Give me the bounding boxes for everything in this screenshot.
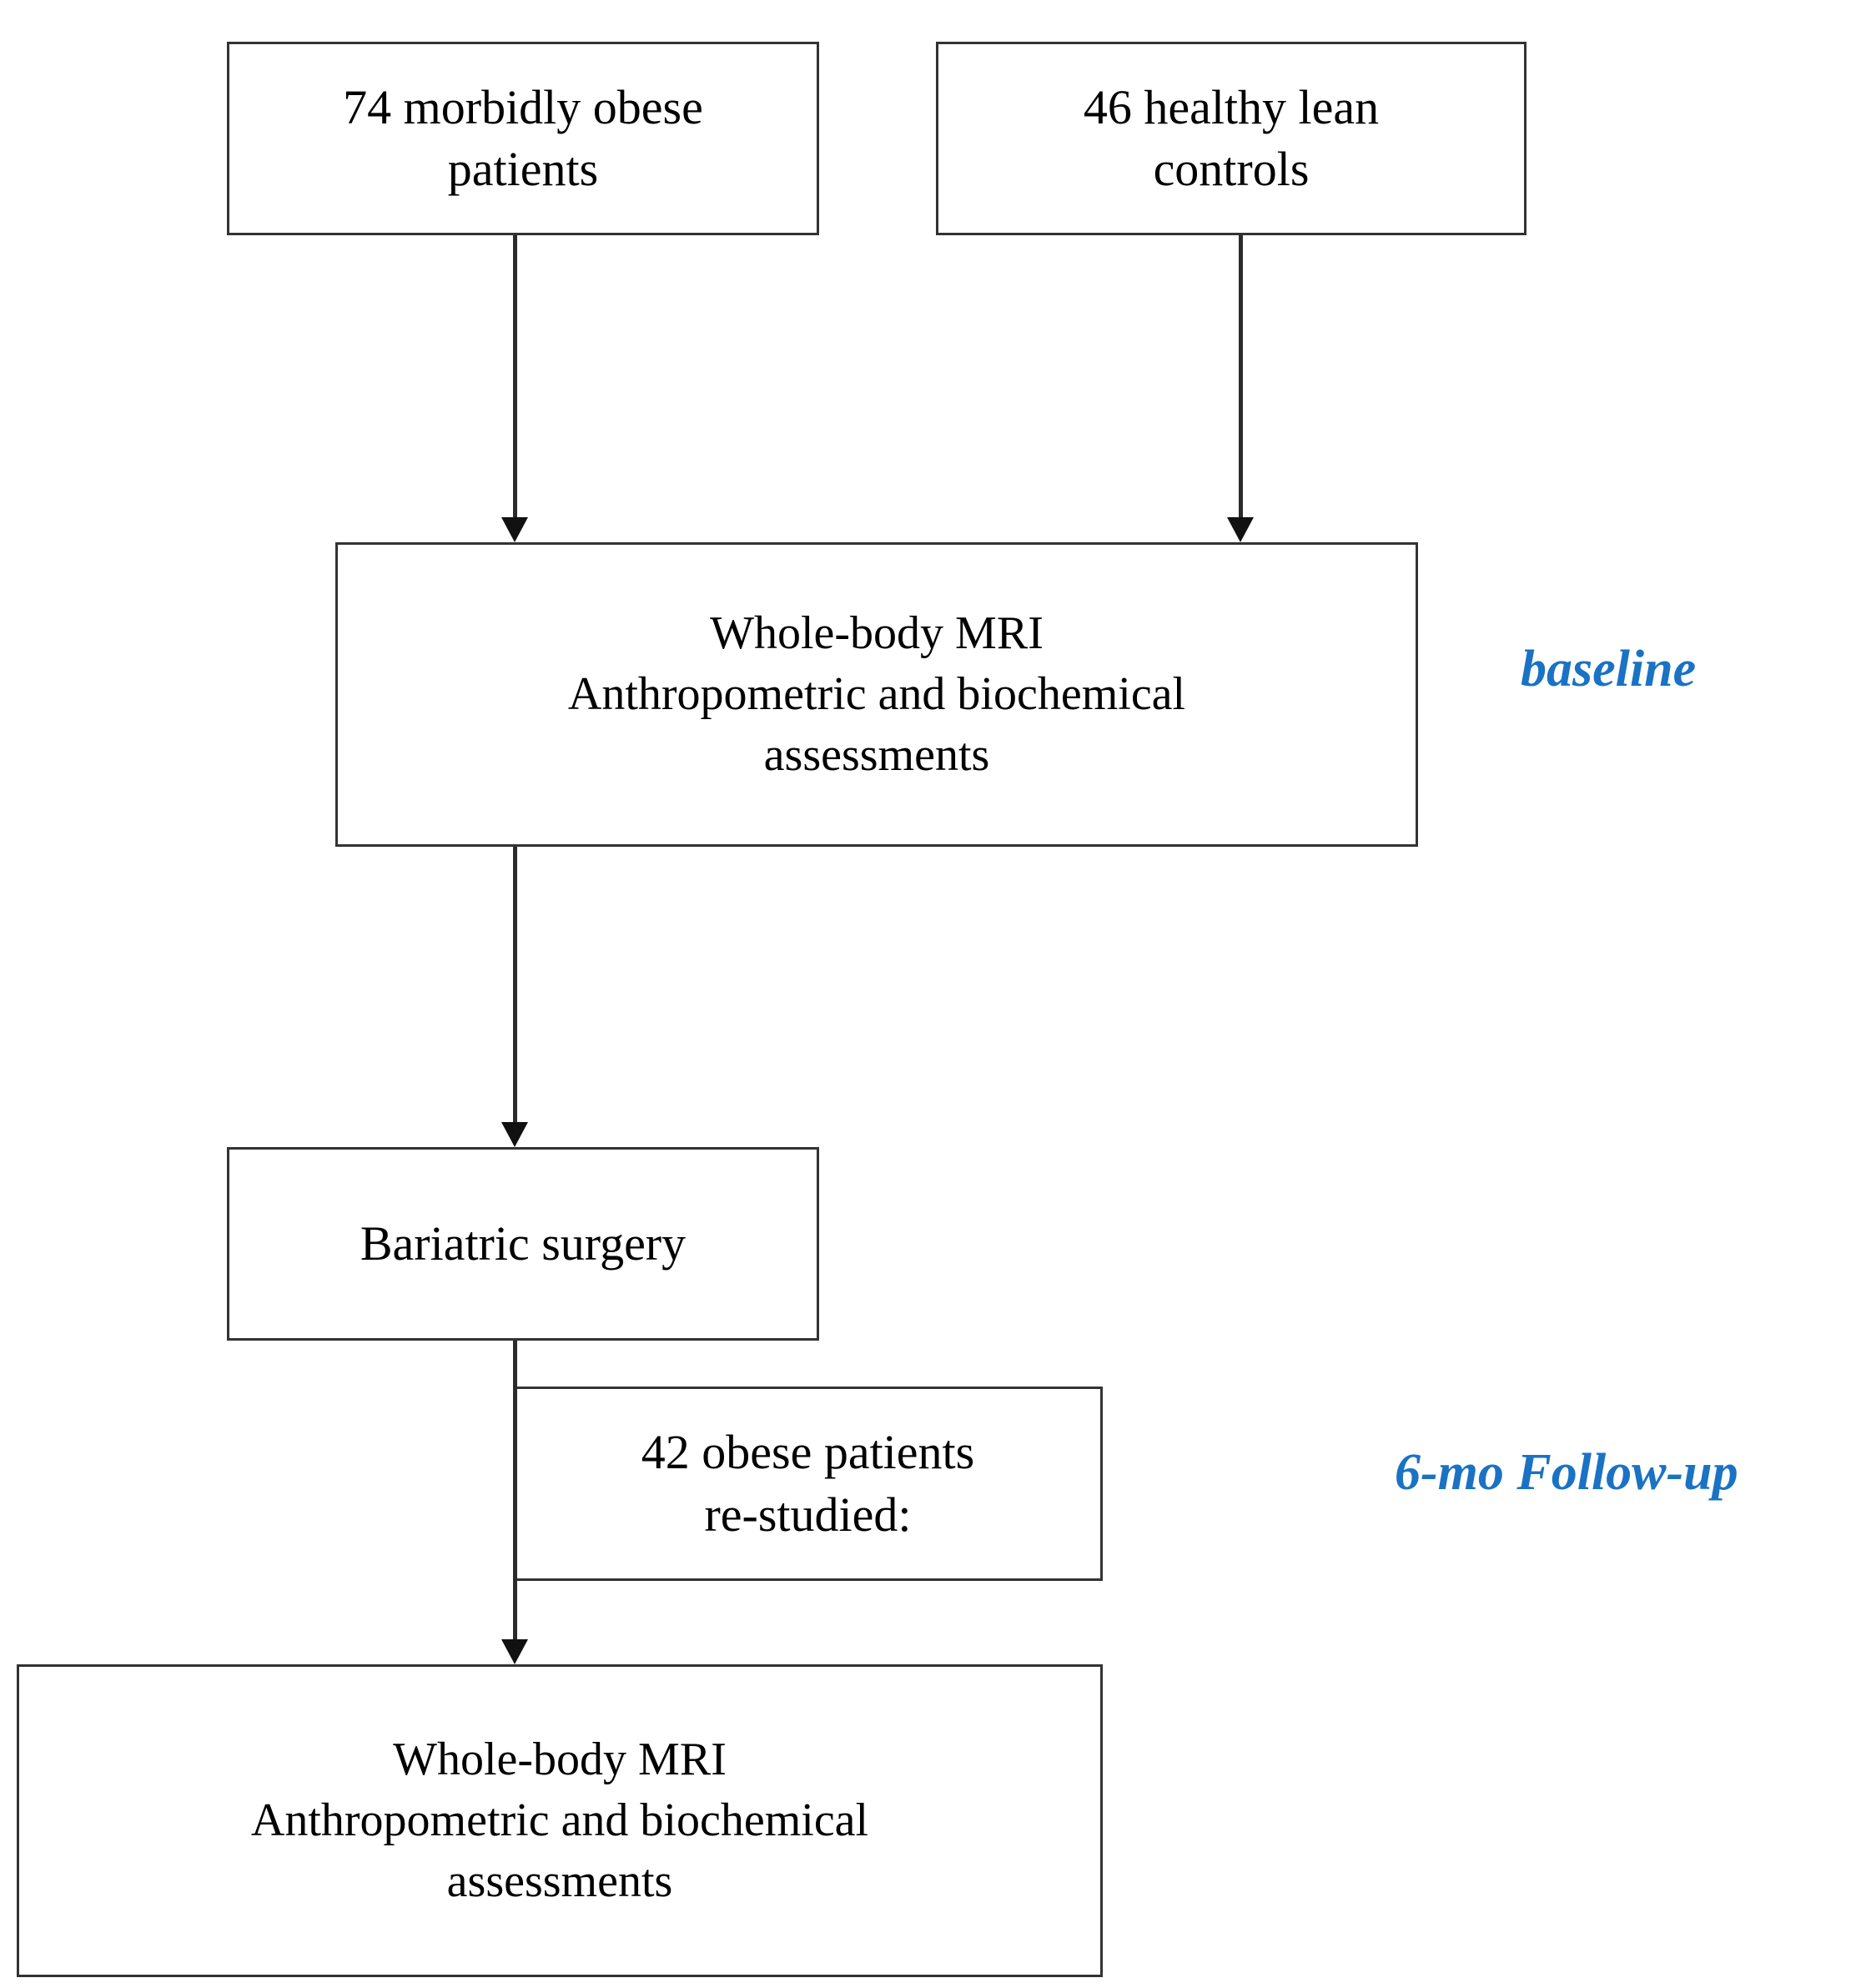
- box-followup-assessment-line2: Anthropometric and biochemical: [250, 1794, 869, 1847]
- box-obese-patients: 74 morbidly obese patients: [227, 42, 819, 235]
- box-lean-controls-line2: controls: [1153, 142, 1310, 196]
- box-lean-controls-line1: 46 healthy lean: [1083, 79, 1380, 134]
- box-restudied-patients-line2: re-studied:: [704, 1487, 912, 1542]
- box-bariatric-surgery: Bariatric surgery: [227, 1147, 819, 1341]
- box-baseline-assessment-line1: Whole-body MRI: [710, 607, 1044, 660]
- arrowhead-icon: [1227, 517, 1254, 542]
- box-followup-assessment-line1: Whole-body MRI: [393, 1734, 727, 1786]
- box-baseline-assessment: Whole-body MRI Anthropometric and bioche…: [335, 542, 1418, 847]
- box-lean-controls: 46 healthy lean controls: [936, 42, 1526, 235]
- box-obese-patients-line2: patients: [447, 142, 599, 196]
- box-bariatric-surgery-line1: Bariatric surgery: [360, 1215, 687, 1271]
- arrowhead-icon: [501, 1639, 528, 1664]
- arrow-shaft: [513, 1341, 517, 1639]
- stage-label-followup: 6-mo Follow-up: [1395, 1444, 1738, 1501]
- arrow-shaft: [1239, 235, 1243, 517]
- box-restudied-patients-line1: 42 obese patients: [641, 1425, 975, 1480]
- box-baseline-assessment-line2: Anthropometric and biochemical: [567, 668, 1186, 721]
- arrow-shaft: [513, 235, 517, 517]
- arrowhead-icon: [501, 1122, 528, 1147]
- arrowhead-icon: [501, 517, 528, 542]
- box-obese-patients-line1: 74 morbidly obese: [343, 79, 703, 134]
- box-followup-assessment-line3: assessments: [446, 1855, 673, 1907]
- arrow-shaft: [513, 847, 517, 1122]
- box-baseline-assessment-line3: assessments: [763, 728, 990, 781]
- stage-label-baseline: baseline: [1521, 641, 1697, 697]
- box-followup-assessment: Whole-body MRI Anthropometric and bioche…: [17, 1664, 1103, 1977]
- box-restudied-patients: 42 obese patients re-studied:: [513, 1387, 1103, 1581]
